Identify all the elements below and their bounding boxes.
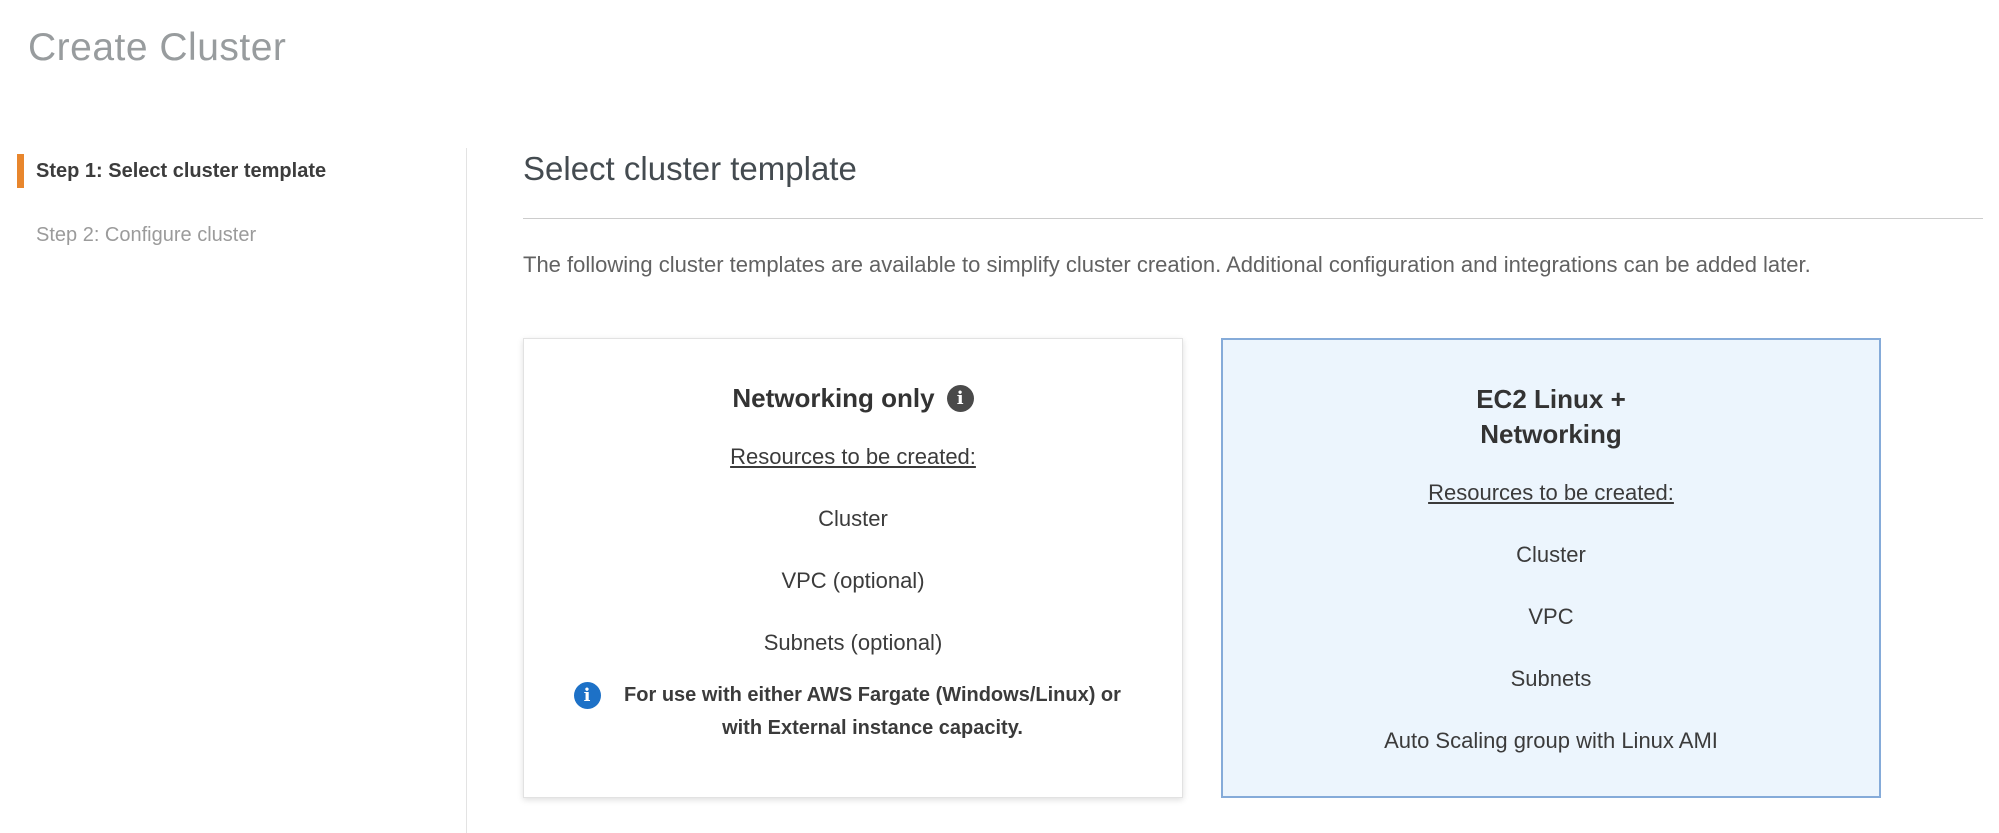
info-icon[interactable]: i — [946, 385, 974, 413]
page-header: Create Cluster — [0, 0, 1999, 148]
resource-item: Auto Scaling group with Linux AMI — [1384, 728, 1718, 754]
resource-item: VPC — [1528, 604, 1574, 630]
template-card-networking-only[interactable]: Networking only i Resources to be create… — [523, 338, 1183, 799]
heading-divider — [523, 218, 1983, 219]
card-title: EC2 Linux + Networking — [1476, 384, 1626, 450]
resources-label: Resources to be created: — [1428, 480, 1674, 506]
resource-item: Cluster — [818, 506, 888, 532]
resource-item: Subnets — [1510, 666, 1592, 692]
section-description: The following cluster templates are avai… — [523, 252, 1811, 277]
resources-label: Resources to be created: — [730, 444, 976, 470]
card-note-text: For use with either AWS Fargate (Windows… — [624, 684, 1121, 740]
card-title-row: EC2 Linux + Networking — [1476, 382, 1626, 452]
main-panel: Select cluster template The following cl… — [467, 148, 1999, 833]
info-icon: i — [573, 682, 601, 710]
section-heading: Select cluster template — [523, 150, 857, 187]
resource-item: Cluster — [1516, 542, 1586, 568]
resource-item: VPC (optional) — [781, 568, 925, 594]
template-cards-row: Networking only i Resources to be create… — [523, 338, 1983, 799]
page-title: Create Cluster — [28, 26, 287, 69]
step-2-configure-cluster[interactable]: Step 2: Configure cluster — [36, 224, 257, 246]
content-row: Step 1: Select cluster template Step 2: … — [0, 148, 1999, 833]
wizard-steps-nav: Step 1: Select cluster template Step 2: … — [0, 148, 467, 833]
template-card-ec2-linux-networking[interactable]: EC2 Linux + Networking Resources to be c… — [1221, 338, 1881, 799]
card-note: i For use with either AWS Fargate (Windo… — [573, 679, 1133, 745]
step-1-select-cluster-template[interactable]: Step 1: Select cluster template — [17, 154, 387, 188]
resource-item: Subnets (optional) — [763, 630, 943, 656]
card-title: Networking only — [732, 383, 935, 414]
card-title-row: Networking only i — [732, 381, 974, 416]
